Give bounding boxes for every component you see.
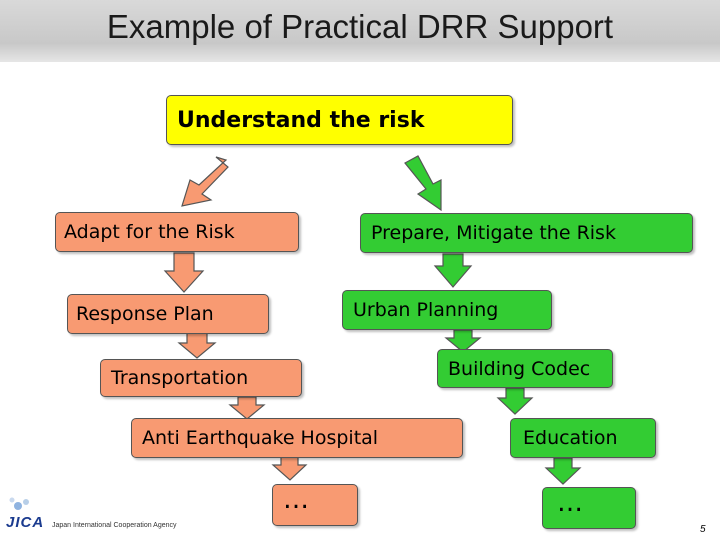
agency-name: Japan International Cooperation Agency: [52, 522, 177, 529]
jica-logo-text: JICA: [6, 514, 45, 531]
node-urban-planning: Urban Planning: [342, 290, 552, 330]
node-label: Anti Earthquake Hospital: [142, 427, 379, 449]
node-adapt-for-the-risk: Adapt for the Risk: [55, 212, 299, 252]
node-label: …: [557, 488, 583, 518]
node-label: Response Plan: [76, 303, 214, 325]
arrow-urban-to-building: [444, 329, 482, 353]
arrow-response-to-transportation: [177, 331, 217, 359]
node-more-right: …: [542, 487, 636, 529]
node-more-left: …: [272, 484, 358, 526]
arrow-prepare-to-urban: [433, 253, 473, 288]
node-response-plan: Response Plan: [67, 294, 269, 334]
node-label: Adapt for the Risk: [64, 221, 235, 243]
arrow-transportation-to-hospital: [228, 396, 266, 420]
node-label: Prepare, Mitigate the Risk: [371, 222, 616, 244]
jica-logo-icon: [9, 497, 29, 510]
node-prepare-mitigate: Prepare, Mitigate the Risk: [360, 213, 693, 253]
node-education: Education: [510, 418, 656, 458]
arrow-building-to-education: [496, 387, 534, 415]
arrow-understand-to-adapt: [181, 156, 229, 207]
node-transportation: Transportation: [100, 359, 302, 397]
arrow-hospital-to-more-left: [271, 456, 308, 481]
node-understand-the-risk: Understand the risk: [166, 95, 513, 145]
arrow-understand-to-prepare: [404, 155, 442, 212]
title-band: [0, 0, 720, 62]
node-label: Urban Planning: [353, 299, 499, 321]
arrow-adapt-to-response: [163, 252, 205, 293]
node-label: Understand the risk: [177, 107, 425, 133]
node-label: Education: [523, 427, 618, 449]
node-label: Building Codec: [448, 357, 591, 380]
node-label: Transportation: [111, 367, 249, 389]
node-building-codec: Building Codec: [437, 349, 613, 388]
page-number: 5: [700, 524, 706, 535]
node-label: …: [283, 485, 309, 515]
node-anti-earthquake-hospital: Anti Earthquake Hospital: [131, 418, 463, 458]
slide-title: Example of Practical DRR Support: [106, 8, 614, 45]
arrow-education-to-more-right: [544, 457, 582, 485]
